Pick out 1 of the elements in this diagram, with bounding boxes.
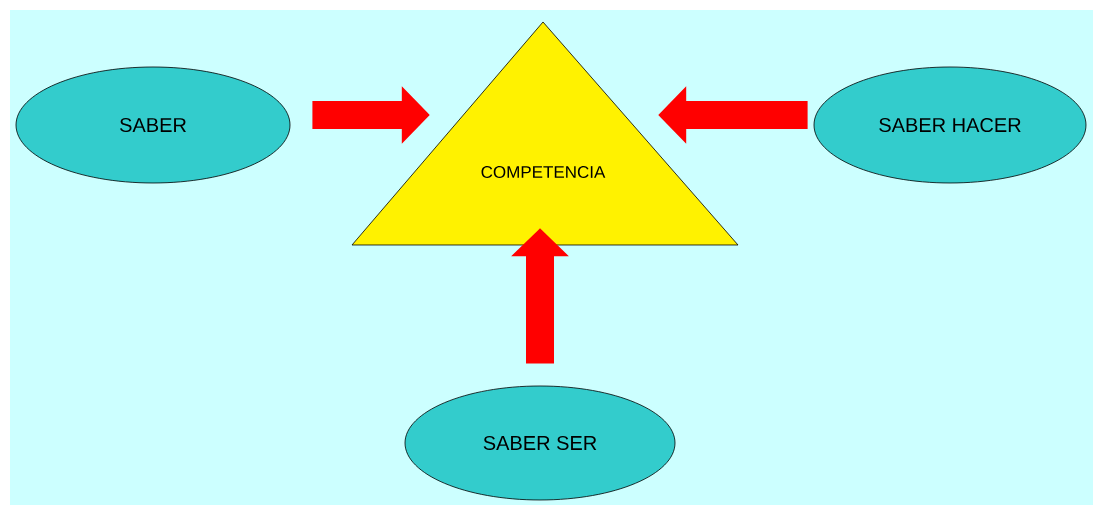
triangle: COMPETENCIA [351, 21, 739, 246]
